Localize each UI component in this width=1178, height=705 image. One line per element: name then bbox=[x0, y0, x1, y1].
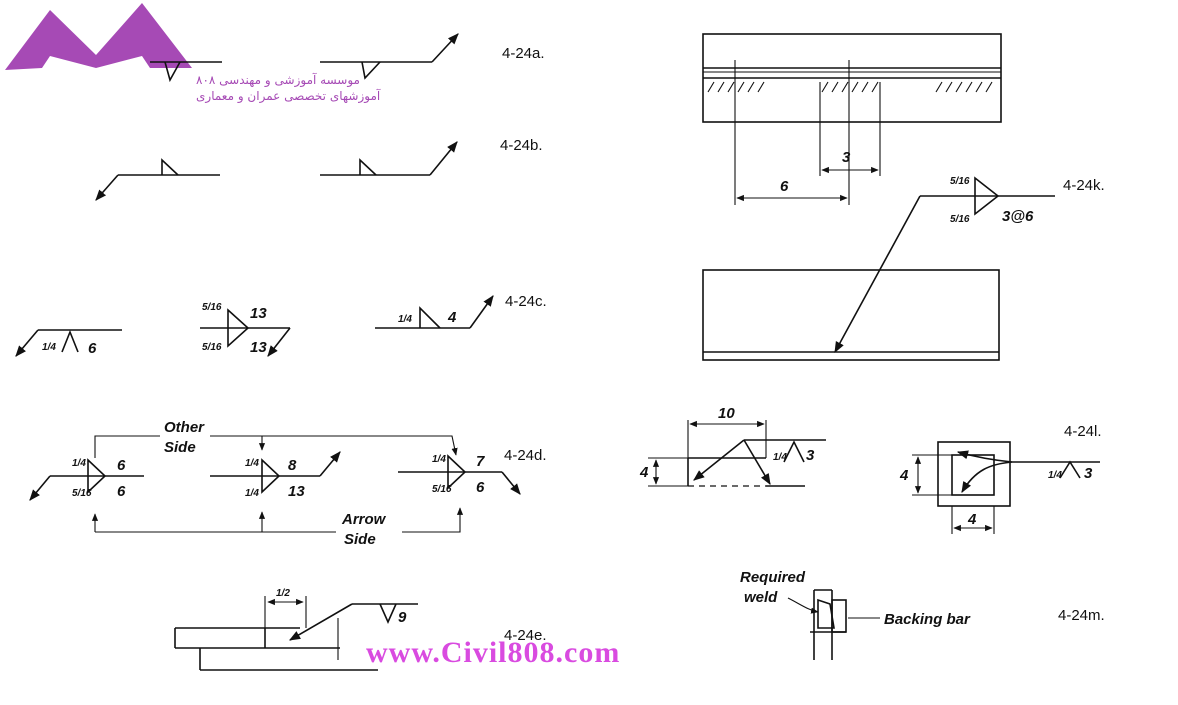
figure-4-24d: Other Side 1/4 6 5/16 6 1/4 8 1/4 13 1/4… bbox=[29, 419, 547, 548]
k-top-size: 5/16 bbox=[950, 176, 970, 187]
l2-bottom-dimension: 4 bbox=[967, 511, 977, 528]
c-left-length: 6 bbox=[88, 340, 97, 357]
d1-bottom-length: 6 bbox=[117, 483, 126, 500]
e-dimension: 1/2 bbox=[276, 588, 290, 599]
d3-bottom-length: 6 bbox=[476, 479, 485, 496]
l-length: 3 bbox=[806, 447, 815, 464]
k-bottom-size: 5/16 bbox=[950, 214, 970, 225]
c-mid-bottom-size: 5/16 bbox=[202, 342, 222, 353]
d2-top-length: 8 bbox=[288, 457, 297, 474]
c-right-length: 4 bbox=[447, 309, 457, 326]
d-other-label: Other bbox=[164, 419, 205, 436]
figure-4-24a: 4-24a. bbox=[150, 33, 545, 83]
l2-length: 3 bbox=[1084, 465, 1093, 482]
d2-top-size: 1/4 bbox=[245, 458, 259, 469]
figure-4-24l-plate: 10 4 1/4 3 bbox=[639, 405, 826, 487]
c-mid-top-length: 13 bbox=[250, 305, 267, 322]
d1-bottom-size: 5/16 bbox=[72, 488, 92, 499]
k-dimension-big: 6 bbox=[780, 178, 789, 195]
d2-bottom-length: 13 bbox=[288, 483, 305, 500]
l-side-dimension: 4 bbox=[639, 464, 649, 481]
l-size: 1/4 bbox=[773, 452, 787, 463]
figure-label-d: 4-24d. bbox=[504, 447, 547, 464]
d1-top-size: 1/4 bbox=[72, 458, 86, 469]
e-length: 9 bbox=[398, 609, 407, 626]
c-right-size: 1/4 bbox=[398, 314, 412, 325]
figure-label-l: 4-24l. bbox=[1064, 423, 1102, 440]
figure-label-m: 4-24m. bbox=[1058, 607, 1105, 624]
figure-label-e: 4-24e. bbox=[504, 627, 547, 644]
figure-4-24c: 1/4 6 5/16 13 5/16 13 1/4 4 4-24c. bbox=[15, 293, 547, 357]
k-pitch: 3@6 bbox=[1002, 208, 1034, 225]
c-left-size: 1/4 bbox=[42, 342, 56, 353]
l2-size: 1/4 bbox=[1048, 470, 1062, 481]
d-arrow-side-label: Side bbox=[344, 531, 376, 548]
logo-line-2: آموزشهای تخصصی عمران و معماری bbox=[196, 88, 381, 104]
m-weld-label: weld bbox=[744, 589, 778, 606]
d3-top-size: 1/4 bbox=[432, 454, 446, 465]
logo: موسسه آموزشی و مهندسی ۸۰۸ آموزشهای تخصصی… bbox=[5, 3, 381, 104]
d2-bottom-size: 1/4 bbox=[245, 488, 259, 499]
m-required-label: Required bbox=[740, 569, 806, 586]
figure-label-c: 4-24c. bbox=[505, 293, 547, 310]
figure-4-24l-square: 4 4 1/4 3 4-24l. bbox=[899, 423, 1102, 534]
d3-top-length: 7 bbox=[476, 453, 485, 470]
k-dimension-small: 3 bbox=[842, 149, 851, 166]
d-arrow-label: Arrow bbox=[341, 511, 387, 528]
figure-4-24k: 3 6 5/16 5/16 3@6 4-24k. bbox=[702, 33, 1105, 361]
l2-side-dimension: 4 bbox=[899, 467, 909, 484]
m-backing-bar-label: Backing bar bbox=[884, 611, 971, 628]
d1-top-length: 6 bbox=[117, 457, 126, 474]
figure-4-24b: 4-24b. bbox=[95, 137, 543, 201]
c-mid-bottom-length: 13 bbox=[250, 339, 267, 356]
c-mid-top-size: 5/16 bbox=[202, 302, 222, 313]
l-top-dimension: 10 bbox=[718, 405, 735, 422]
figure-4-24e: 1/2 9 4-24e. bbox=[174, 588, 547, 671]
figure-4-24m: Required weld Backing bar 4-24m. bbox=[740, 569, 1105, 660]
figure-label-k: 4-24k. bbox=[1063, 177, 1105, 194]
d-other-side-label: Side bbox=[164, 439, 196, 456]
logo-line-1: موسسه آموزشی و مهندسی ۸۰۸ bbox=[196, 72, 360, 88]
watermark: www.Civil808.com bbox=[366, 636, 621, 669]
figure-label-b: 4-24b. bbox=[500, 137, 543, 154]
d3-bottom-size: 5/16 bbox=[432, 484, 452, 495]
figure-label-a: 4-24a. bbox=[502, 45, 545, 62]
